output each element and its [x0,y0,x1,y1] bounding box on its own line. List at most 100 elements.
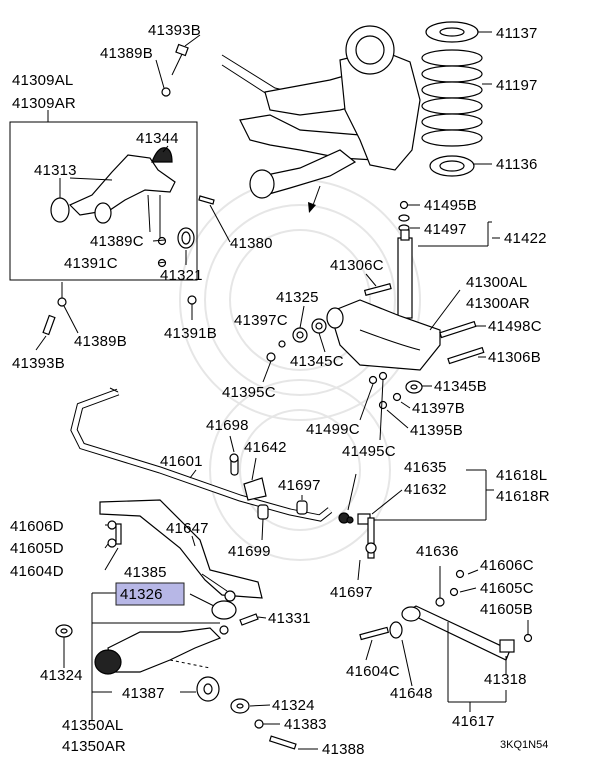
label-41136[interactable]: 41136 [496,156,538,173]
label-41306b[interactable]: 41306B [488,349,541,366]
label-41393b-bottom[interactable]: 41393B [12,355,65,372]
label-41383[interactable]: 41383 [284,716,327,733]
nut-41389c [157,236,167,246]
label-41321[interactable]: 41321 [160,267,203,284]
label-41326[interactable]: 41326 [120,586,163,603]
nut-41391b [187,295,197,305]
label-41604c[interactable]: 41604C [346,663,400,680]
label-41300ar[interactable]: 41300AR [466,295,530,312]
label-41495b[interactable]: 41495B [424,197,477,214]
label-41345c[interactable]: 41345C [290,353,344,370]
label-41350ar[interactable]: 41350AR [62,738,126,755]
label-41648[interactable]: 41648 [390,685,433,702]
label-41137[interactable]: 41137 [496,25,538,42]
label-41391c[interactable]: 41391C [64,255,118,272]
nut-41606c [455,569,465,579]
label-41306c[interactable]: 41306C [330,257,384,274]
label-41601[interactable]: 41601 [160,453,203,470]
part-labels: 41393B 41389B 41309AL 41309AR 41344 4131… [10,22,550,758]
washer-41648 [389,621,403,639]
label-41632[interactable]: 41632 [404,481,447,498]
label-41498c[interactable]: 41498C [488,318,542,335]
label-41605b[interactable]: 41605B [480,601,533,618]
lower-arm-41300-group [262,289,486,441]
label-41300al[interactable]: 41300AL [466,274,527,291]
label-41350al[interactable]: 41350AL [62,717,123,734]
label-41606d[interactable]: 41606D [10,518,64,535]
label-41604d[interactable]: 41604D [10,563,64,580]
bolt-41498c [439,320,477,339]
label-41313[interactable]: 41313 [34,162,77,179]
bolt-41604d [115,523,122,545]
label-41495c[interactable]: 41495C [342,443,396,460]
label-41636[interactable]: 41636 [416,543,459,560]
nut-41499c [368,375,378,385]
label-41345b[interactable]: 41345B [434,378,487,395]
upper-arm-41309 [68,154,176,216]
label-41397b[interactable]: 41397B [412,400,465,417]
label-41385[interactable]: 41385 [124,564,167,581]
label-41618l[interactable]: 41618L [496,467,547,484]
label-41617[interactable]: 41617 [452,713,495,730]
label-41389c[interactable]: 41389C [90,233,144,250]
lower-arm-41350 [107,627,222,673]
label-41647[interactable]: 41647 [166,520,209,537]
label-41395c[interactable]: 41395C [222,384,276,401]
stabilizer-link-group [338,469,494,581]
label-41388[interactable]: 41388 [322,741,365,758]
label-41380[interactable]: 41380 [230,235,273,252]
label-41697-b[interactable]: 41697 [330,584,373,601]
label-41318[interactable]: 41318 [484,671,527,688]
lateral-link-41617-group [359,566,533,712]
nut-41389b-bottom [57,297,67,307]
bolt-41393b-top [175,43,189,57]
label-41325[interactable]: 41325 [276,289,319,306]
label-41309ar[interactable]: 41309AR [12,95,76,112]
highlight-box-41326 [115,582,185,606]
shock-absorber-41422 [397,237,413,319]
nut-41383 [254,719,264,729]
knuckle [339,49,421,171]
label-41389b-top[interactable]: 41389B [100,45,153,62]
nut-41605c [449,587,459,597]
trailing-bushing [249,169,275,199]
lower-arm-41300 [329,299,441,371]
label-41395b[interactable]: 41395B [410,422,463,439]
bushing-41387 [94,649,122,675]
label-41391b[interactable]: 41391B [164,325,217,342]
direction-arrow [308,202,316,213]
nut-41389b-top [161,87,171,97]
label-41697-a[interactable]: 41697 [278,477,321,494]
bolt-group-top [155,34,231,243]
bracket-41642 [243,477,267,501]
label-41499c[interactable]: 41499C [306,421,360,438]
nut-41395c [266,352,276,362]
label-41699[interactable]: 41699 [228,543,271,560]
bushing-41313b [94,202,112,224]
bushing-41699 [257,504,269,520]
bushing-41313 [50,197,70,223]
label-41397c[interactable]: 41397C [234,312,288,329]
bolt-41306c [363,283,392,297]
label-41324-a[interactable]: 41324 [40,667,83,684]
label-41698[interactable]: 41698 [206,417,249,434]
label-41605c[interactable]: 41605C [480,580,534,597]
label-41497[interactable]: 41497 [424,221,467,238]
link-bushing-41648 [401,606,421,622]
label-41635[interactable]: 41635 [404,459,447,476]
label-41389b-bottom[interactable]: 41389B [74,333,127,350]
bushing-41318 [499,639,515,653]
label-41387[interactable]: 41387 [122,685,165,702]
label-41331[interactable]: 41331 [268,610,311,627]
label-41197[interactable]: 41197 [496,77,538,94]
label-41309al[interactable]: 41309AL [12,72,73,89]
label-41605d[interactable]: 41605D [10,540,64,557]
label-41422[interactable]: 41422 [504,230,547,247]
label-41393b-top[interactable]: 41393B [148,22,201,39]
label-41618r[interactable]: 41618R [496,488,550,505]
label-41642[interactable]: 41642 [244,439,287,456]
label-41606c[interactable]: 41606C [480,557,534,574]
washer-41497a [398,214,410,222]
label-41324-b[interactable]: 41324 [272,697,315,714]
label-41344[interactable]: 41344 [136,130,179,147]
